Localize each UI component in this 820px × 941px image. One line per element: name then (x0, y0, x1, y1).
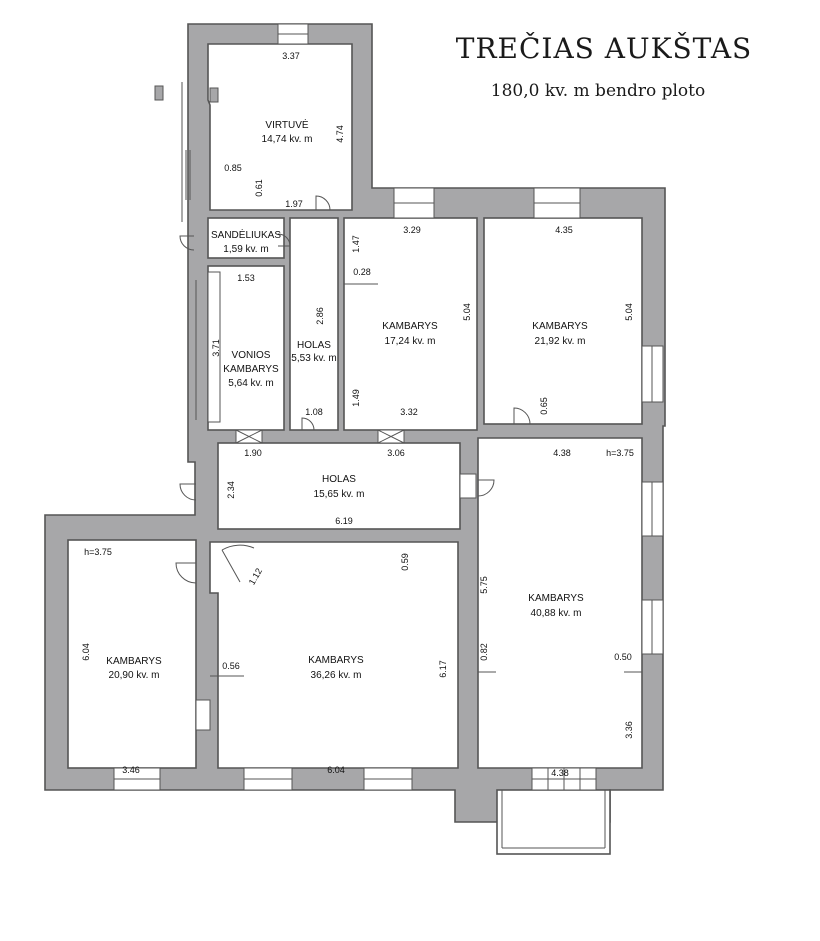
kambarys-2090-label: KAMBARYS (106, 656, 162, 667)
kambarys-4088-area: 40,88 kv. m (531, 608, 582, 619)
kambarys-1724-area: 17,24 kv. m (385, 336, 436, 347)
dim-k1724-right: 5.04 (462, 303, 472, 321)
sandeliukas-room (207, 217, 285, 259)
room-labels: VIRTUVĖ 14,74 kv. m SANDĖLIUKAS 1,59 kv.… (106, 118, 588, 681)
dim-k1724-top: 3.29 (403, 225, 421, 235)
kambarys-4088-label: KAMBARYS (528, 593, 584, 604)
room-floors (67, 43, 643, 769)
dim-virtuve-left-a: 0.85 (224, 163, 242, 173)
dim-virtuve-top: 3.37 (282, 51, 300, 61)
dim-k1724-left-b: 0.28 (353, 267, 371, 277)
plan-title: TREČIAS AUKŠTAS (456, 31, 752, 65)
sandeliukas-area: 1,59 kv. m (223, 244, 268, 255)
dim-k2090-bottom: 3.46 (122, 765, 140, 775)
kambarys-3626-label: KAMBARYS (308, 655, 364, 666)
holas-small-area: 5,53 kv. m (291, 353, 336, 364)
windows (113, 23, 664, 791)
virtuve-area: 14,74 kv. m (262, 134, 313, 145)
dim-k2192-left: 0.65 (539, 397, 549, 415)
kambarys-2090-room (67, 539, 197, 769)
holas-large-label: HOLAS (322, 474, 356, 485)
kambarys-2090-area: 20,90 kv. m (109, 670, 160, 681)
kambarys-3626-area: 36,26 kv. m (311, 670, 362, 681)
dim-k4088-left-a: 5.75 (479, 576, 489, 594)
holas-small-room (289, 217, 339, 431)
kambarys-1724-label: KAMBARYS (382, 321, 438, 332)
kambarys-3626-room (209, 541, 459, 769)
dim-holas-small-right: 2.86 (315, 307, 325, 325)
dim-k1724-bottom: 3.32 (400, 407, 418, 417)
virtuve-label: VIRTUVĖ (265, 118, 308, 131)
dim-virtuve-right: 4.74 (335, 125, 345, 143)
kambarys-2192-area: 21,92 kv. m (535, 336, 586, 347)
kambarys-2192-room (483, 217, 643, 425)
dim-k3626-bottom: 6.04 (327, 765, 345, 775)
dim-k4088-right-a: 0.50 (614, 652, 632, 662)
dim-k3626-top: 0.59 (400, 553, 410, 571)
dimension-labels: 3.37 4.74 0.85 0.61 1.97 3.29 1.47 0.28 … (81, 51, 642, 778)
dim-holas-large-left: 2.34 (226, 481, 236, 499)
vonios-label-2: KAMBARYS (223, 364, 279, 375)
plan-subtitle: 180,0 kv. m bendro ploto (491, 81, 705, 101)
dim-virtuve-left-b: 0.61 (254, 179, 264, 197)
dim-holas-large-top-right: 3.06 (387, 448, 405, 458)
dim-vonios-left: 3.71 (211, 339, 221, 357)
dim-k2090-height: h=3.75 (84, 547, 112, 557)
virtuve-room (207, 43, 353, 211)
kambarys-1724-room (343, 217, 478, 431)
dim-k2192-right: 5.04 (624, 303, 634, 321)
dim-k4088-height: h=3.75 (606, 448, 634, 458)
dim-k4088-left-b: 0.82 (479, 643, 489, 661)
vonios-area: 5,64 kv. m (228, 378, 273, 389)
kambarys-4088-room (477, 437, 643, 769)
exterior-ledge (154, 82, 219, 420)
dim-virtuve-bottom: 1.97 (285, 199, 303, 209)
dim-k4088-bottom: 4.38 (551, 768, 569, 778)
dim-k2192-top: 4.35 (555, 225, 573, 235)
dim-vonios-top: 1.53 (237, 273, 255, 283)
dim-holas-large-bottom: 6.19 (335, 516, 353, 526)
sandeliukas-label: SANDĖLIUKAS (211, 228, 281, 241)
dim-k2090-left: 6.04 (81, 643, 91, 661)
dim-holas-large-top-left: 1.90 (244, 448, 262, 458)
dim-k1724-left-a: 1.47 (351, 235, 361, 253)
dim-k4088-right-b: 3.36 (624, 721, 634, 739)
holas-large-area: 15,65 kv. m (314, 489, 365, 500)
balcony (496, 789, 611, 855)
holas-small-label: HOLAS (297, 340, 331, 351)
dim-k4088-top: 4.38 (553, 448, 571, 458)
doors (175, 195, 531, 731)
vonios-label: VONIOS (232, 350, 271, 361)
dim-k3626-right: 6.17 (438, 660, 448, 678)
dim-holas-small-bottom: 1.08 (305, 407, 323, 417)
dim-k1724-left-c: 1.49 (351, 389, 361, 407)
kambarys-2192-label: KAMBARYS (532, 321, 588, 332)
dim-k3626-left: 0.56 (222, 661, 240, 671)
